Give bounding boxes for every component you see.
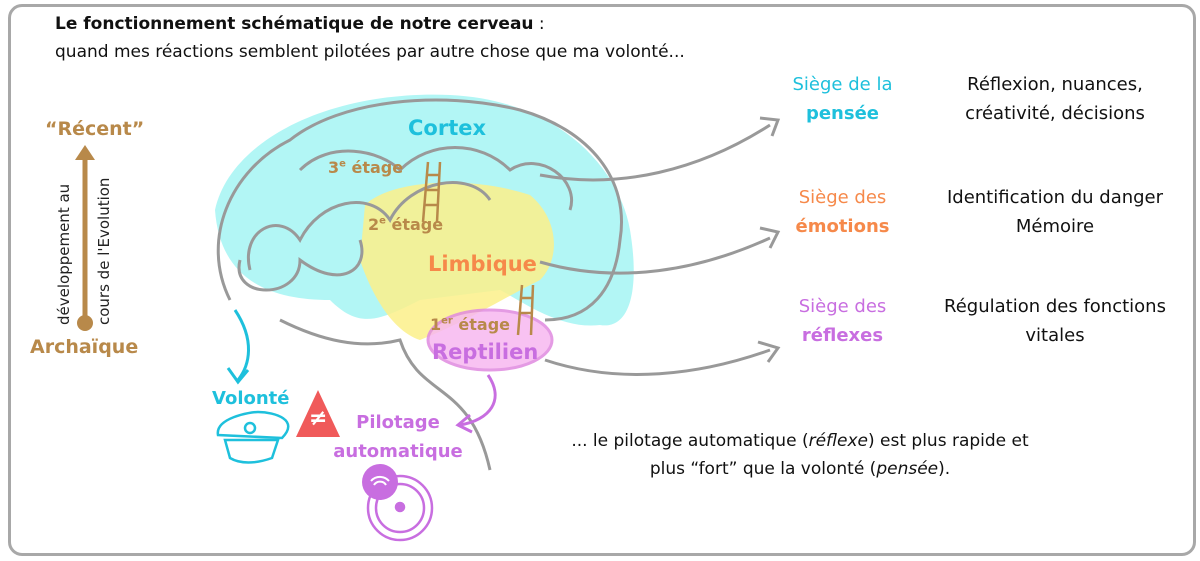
floor1-label: 1er étage bbox=[430, 315, 511, 334]
floor3-label: 3e étage bbox=[328, 158, 404, 177]
page-title: Le fonctionnement schématique de notre c… bbox=[55, 14, 545, 34]
evolution-axis-line1: développement au bbox=[55, 183, 73, 325]
recent-label: “Récent” bbox=[45, 118, 145, 140]
ladder-icon bbox=[421, 161, 535, 336]
limbic-area bbox=[360, 182, 554, 340]
archaic-label: Archaïque bbox=[30, 336, 139, 358]
limbique-label: Limbique bbox=[428, 252, 537, 276]
volonte-label: Volonté bbox=[212, 388, 290, 409]
pilot-cap-icon bbox=[216, 410, 290, 464]
reptilian-area bbox=[426, 308, 554, 372]
not-equal-warning-icon bbox=[296, 390, 340, 437]
conclusion-text: ... le pilotage automatique (réflexe) es… bbox=[571, 431, 1029, 479]
page-subtitle: quand mes réactions semblent pilotées pa… bbox=[55, 42, 685, 62]
cortex-label: Cortex bbox=[408, 116, 487, 140]
desc-thought: Réflexion, nuances,créativité, décisions bbox=[965, 74, 1145, 124]
floor2-label: 2e étage bbox=[368, 215, 444, 234]
reptilien-label: Reptilien bbox=[432, 340, 539, 364]
steering-wheel-icon bbox=[366, 474, 434, 542]
frame bbox=[8, 4, 1196, 556]
pilotage-arrow bbox=[459, 374, 497, 427]
volonte-arrow bbox=[233, 309, 250, 381]
not-equal-sign: ≠ bbox=[309, 406, 328, 431]
evolution-axis-line2: cours de l'Evolution bbox=[95, 177, 113, 325]
